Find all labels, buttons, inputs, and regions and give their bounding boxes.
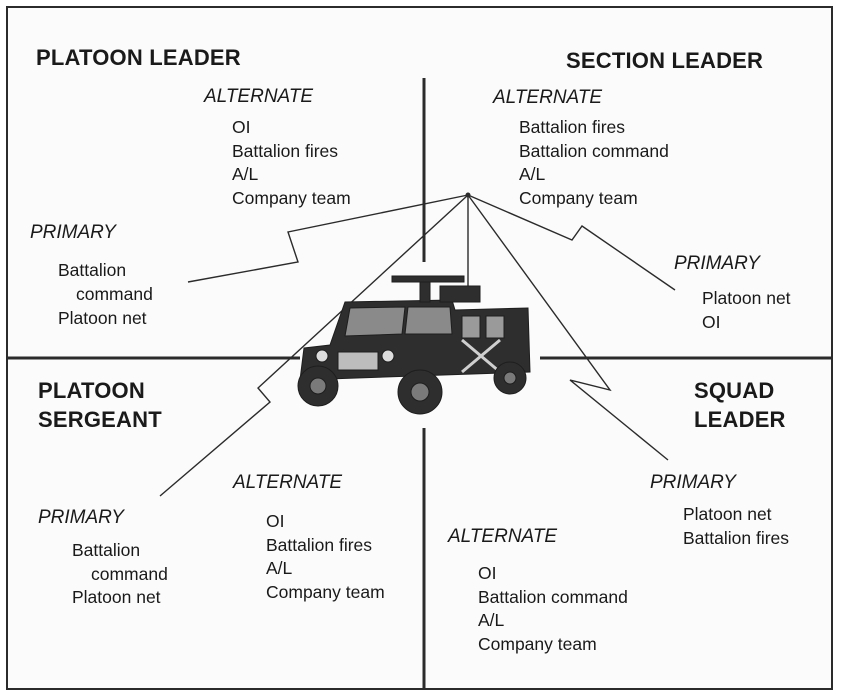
squad-leader-title-line2: LEADER [694, 407, 786, 432]
list-item: Company team [232, 187, 351, 208]
list-item: Battalion command [478, 586, 628, 607]
platoon-sergeant-title-line1: PLATOON [38, 378, 145, 403]
section-leader-primary-item: OI [702, 312, 721, 332]
antenna-point-icon [465, 192, 471, 198]
list-item: Battalion fires [266, 534, 373, 555]
platoon-leader-primary-label: PRIMARY [30, 222, 116, 243]
quadrant-dividers [8, 78, 833, 690]
squad-leader-alternate-list: OI Battalion command A/L Company team [478, 563, 628, 659]
list-item: A/L [478, 610, 505, 630]
section-leader-alternate-list: Battalion fires Battalion command A/L Co… [519, 117, 669, 213]
link-squad-leader-primary [467, 194, 669, 461]
platoon-sergeant-alternate-list: OI Battalion fires A/L Company team [266, 511, 385, 607]
squad-leader-alternate-label: ALTERNATE [448, 526, 558, 547]
platoon-leader-primary-item: Battalion [58, 260, 127, 280]
list-item: OI [478, 563, 497, 583]
link-platoon-sergeant-primary [159, 194, 469, 497]
list-item: OI [266, 511, 285, 531]
list-item: Battalion fires [519, 117, 626, 137]
humvee-icon [297, 275, 531, 415]
squad-leader-title-line1: SQUAD [694, 378, 775, 403]
list-item: A/L [266, 558, 293, 578]
platoon-leader-alternate-label: ALTERNATE [204, 86, 314, 107]
list-item: Company team [478, 633, 597, 654]
platoon-leader-alternate-list: OI Battalion fires A/L Company team [232, 117, 351, 213]
squad-leader-primary-label: PRIMARY [650, 472, 736, 493]
squad-leader-primary-item: Battalion fires [683, 528, 790, 548]
list-item: Company team [266, 581, 385, 602]
platoon-sergeant-primary-item: command [91, 564, 168, 584]
platoon-sergeant-alternate-label: ALTERNATE [233, 472, 343, 493]
link-section-leader-primary [467, 194, 676, 291]
list-item: Company team [519, 187, 638, 208]
platoon-leader-primary-item: Platoon net [58, 308, 147, 328]
platoon-sergeant-primary-item: Battalion [72, 540, 141, 560]
squad-leader-primary-item: Platoon net [683, 504, 772, 524]
list-item: Battalion command [519, 140, 669, 161]
platoon-sergeant-primary-item: Platoon net [72, 587, 161, 607]
platoon-sergeant-primary-label: PRIMARY [38, 507, 124, 528]
section-leader-alternate-label: ALTERNATE [493, 87, 603, 108]
list-item: OI [232, 117, 251, 137]
radio-links [159, 194, 676, 497]
link-platoon-leader-primary [187, 194, 469, 283]
platoon-sergeant-title-line2: SERGEANT [38, 407, 162, 432]
list-item: A/L [232, 164, 259, 184]
section-leader-title: SECTION LEADER [566, 48, 764, 73]
list-item: Battalion fires [232, 140, 339, 161]
section-leader-primary-item: Platoon net [702, 288, 791, 308]
list-item: A/L [519, 164, 546, 184]
section-leader-primary-label: PRIMARY [674, 253, 760, 274]
platoon-leader-title: PLATOON LEADER [36, 45, 241, 70]
platoon-leader-primary-item: command [76, 284, 153, 304]
